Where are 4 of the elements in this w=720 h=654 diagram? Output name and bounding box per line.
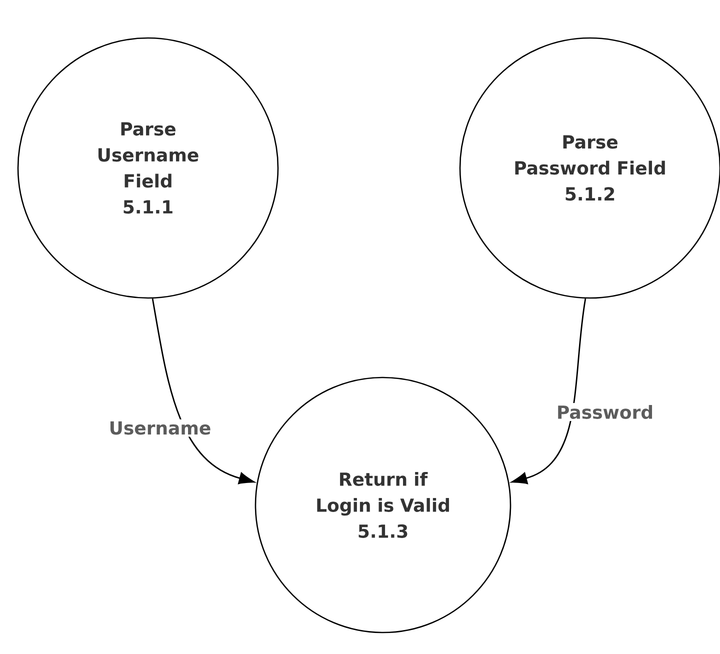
- edge-label: Username: [106, 419, 214, 437]
- arrow: [511, 298, 586, 484]
- arrow: [152, 298, 255, 484]
- edge-label: Password: [554, 403, 656, 421]
